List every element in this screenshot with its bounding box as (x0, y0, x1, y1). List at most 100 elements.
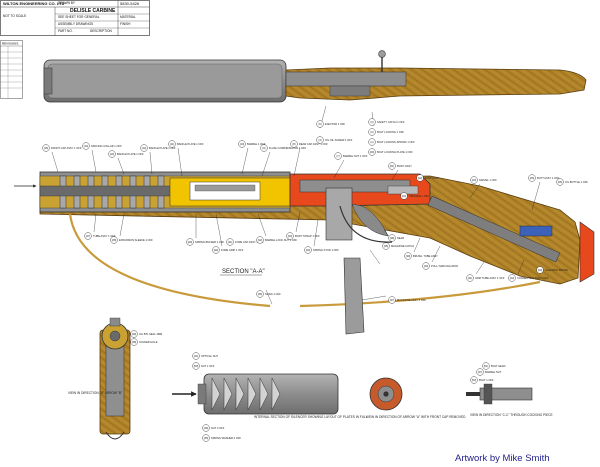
callout-label: NUT 2 OFF (211, 426, 225, 430)
callout-c36: (41)GRIP TUBE ASSY 1 OFF (466, 274, 505, 282)
callout-bubble (192, 362, 200, 370)
callout-bubble (212, 246, 220, 254)
callout-number: (21) (390, 164, 395, 168)
callout-c20: (25)BUTT ASSY 1 OFF (528, 174, 560, 182)
callout-number: (48) (132, 340, 137, 344)
callout-c2: (14)SPACING COLLAR 1 OFF (82, 142, 122, 150)
note-0: SEE SHEET FOR GENERAL (58, 15, 100, 19)
callout-label: BOLT 1 OFF (479, 378, 494, 382)
callout-number: (7) (336, 154, 339, 158)
callout-number: (10) (240, 142, 245, 146)
callout-label: BAFFLE PLATE 1 OFF (149, 146, 176, 150)
callout-label: BARREL NUT (485, 370, 502, 374)
callout-label: SPACING COLLAR 1 OFF (91, 144, 122, 148)
front-view-note: VIEW IN DIRECTION OF ARROW "B" (68, 391, 122, 395)
callout-number: (44) (194, 354, 199, 358)
callout-bubble (368, 148, 376, 156)
callout-label: CONNECTING BAR 1 OFF (517, 276, 549, 280)
callout-bubble (186, 238, 194, 246)
callout-number: (40) (424, 264, 429, 268)
butt-spring-tube (427, 195, 561, 263)
callout-c29: (34)SPRING STUD 1 OFF (304, 246, 339, 254)
callout-label: TUBE ASSY 1 OFF (93, 234, 116, 238)
callout-bubble (368, 128, 376, 136)
callout-number: (42) (510, 276, 515, 280)
callout-c16: (21)BODY ASSY (388, 162, 412, 170)
rear-cap-view (369, 377, 403, 411)
callout-c38: (43)CLEANING BRUSH (536, 266, 568, 274)
callout-number: (8) (292, 142, 295, 146)
callout-c26: (31)FORE CAP ASSY 1 OFF (226, 238, 264, 246)
callout-bubble (260, 144, 268, 152)
callout-number: (41) (468, 276, 473, 280)
callout-c9: (7) BARREL NUT 1 OFF (334, 152, 368, 160)
callout-c6: (10)BARREL 1 OFF (238, 140, 266, 148)
callout-c31: (36)SLING 1 OFF (256, 290, 281, 298)
callout-number: (28) (112, 238, 117, 242)
callout-label: SWIVEL 1 OFF (479, 178, 497, 182)
callout-bubble (202, 424, 210, 432)
callout-c7: (9)FLASH COMPENSATOR 1 OFF (260, 144, 307, 152)
callout-c30: (35)MAGAZINE CATCH (382, 242, 414, 250)
callout-label: BARREL NUT 1 OFF (343, 154, 368, 158)
callout-number: (29) (188, 240, 193, 244)
callout-number: (9) (262, 146, 265, 150)
note-1: MATERIAL (120, 15, 136, 19)
magazine-well (325, 187, 353, 241)
section-a-a: SECTION "A-A" (14, 171, 595, 335)
callout-number: (22) (418, 176, 423, 180)
callout-c35: (40)PULL-THROUGH ROD (422, 262, 458, 270)
callout-group: (15)FRONT CAP ASSY 1 OFF(14)SPACING COLL… (42, 118, 588, 442)
callout-label: EXPANSION SLEEVE 1 OFF (119, 238, 153, 242)
callout-c13: (2)BOLT LOCKING 1 OFF (368, 128, 404, 136)
company-name: WILTON ENGINEERING CO. LTD (3, 1, 65, 6)
callout-number: (35) (384, 244, 389, 248)
callout-label: BOLT LOCKING SPRING 1 OFF (377, 140, 415, 144)
callout-bubble (304, 246, 312, 254)
callout-bubble (130, 330, 138, 338)
callout-c24: (29)SPRING BUFFER 1 OFF (186, 238, 225, 246)
note-4: NOT TO SCALE (3, 14, 27, 18)
callout-number: (13) (110, 152, 115, 156)
callout-c8: (8)REAR CAP ASSY 1 OFF (290, 140, 328, 148)
callout-label: OIL BTL SEAL 4MM (139, 332, 162, 336)
callout-label: GRIP TUBE ASSY 1 OFF (475, 276, 505, 280)
callout-label: PULL-THROUGH ROD (431, 264, 458, 268)
callout-bubble (388, 234, 396, 242)
callout-c41: (46)NUT 2 OFF (202, 424, 225, 432)
callout-bubble (422, 262, 430, 270)
callout-c12: (3)SAFETY CATCH 1 OFF (368, 118, 405, 126)
callout-label: BODY ASSY (397, 164, 412, 168)
callout-number: (26) (558, 180, 563, 184)
drawing-number: 5830-5426 (120, 1, 140, 6)
note-3: ASSEMBLY DRAWINGS (58, 22, 94, 26)
item-name: DELISLE CARBINE (70, 7, 116, 14)
callout-bubble (82, 142, 90, 150)
note-5: PART NO. (58, 29, 73, 33)
callout-c33: (38)SEAR (388, 234, 404, 242)
callout-number: (32) (258, 238, 263, 242)
callout-bubble (256, 290, 264, 298)
callout-number: (30) (214, 248, 219, 252)
callout-c14: (1)BOLT LOCKING SPRING 1 OFF (368, 138, 415, 146)
bolt-view (466, 383, 533, 405)
front-view (99, 317, 131, 440)
section-title: SECTION "A-A" (222, 269, 265, 275)
callout-bubble (556, 178, 564, 186)
callout-number: (34) (306, 248, 311, 252)
callout-label: FORE GRIP 1 OFF (221, 248, 244, 252)
callout-c46: (51)BOLT HEAD (482, 362, 506, 370)
trigger-guard (339, 205, 393, 243)
callout-label: BRUSH, TUBE ASSY (413, 254, 438, 258)
callout-number: (50) (194, 364, 199, 368)
sling-rear (299, 280, 541, 308)
callout-bubble (382, 242, 390, 250)
callout-bubble (466, 274, 474, 282)
top-view-carbine (43, 50, 587, 103)
callout-number: (46) (204, 426, 209, 430)
callout-bubble (536, 266, 544, 274)
callout-c22: (27)TUBE ASSY 1 OFF (84, 232, 116, 240)
callout-c11: (4)OIL OIL SCREW 1 OFF (316, 136, 353, 144)
callout-c37: (42)CONNECTING BAR 1 OFF (508, 274, 549, 282)
